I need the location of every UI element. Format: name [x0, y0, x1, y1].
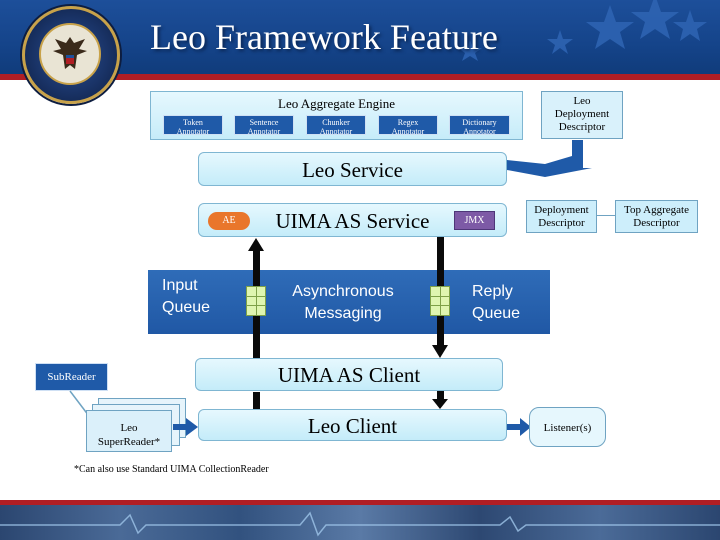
annotator-line2: Annotator [176, 127, 210, 136]
descriptor-line1: Leo [573, 95, 591, 107]
subreader-box: SubReader [35, 363, 108, 391]
client-down-arrow-shaft [437, 391, 444, 401]
footer-red-stripe [0, 500, 720, 505]
deployment-descriptor-line2: Descriptor [538, 217, 585, 229]
slide-header: Leo Framework Feature [0, 0, 720, 80]
annotator-line2: Annotator [319, 127, 353, 136]
slide-title: Leo Framework Feature [150, 17, 498, 57]
top-aggregate-descriptor: Top Aggregate Descriptor [615, 200, 698, 233]
leo-service-label: Leo Service [302, 158, 403, 182]
blue-arrow-shape [507, 140, 592, 177]
deployment-descriptor-line1: Deployment [534, 204, 589, 216]
descriptor-line3: Descriptor [558, 121, 606, 133]
chunker-annotator: Chunker Annotator [306, 115, 366, 136]
asynchronous-messaging-label: Asynchronous Messaging [286, 281, 400, 325]
annotator-line2: Annotator [391, 127, 425, 136]
input-queue-icon [246, 286, 266, 316]
jmx-badge: JMX [454, 211, 495, 230]
top-aggregate-line2: Descriptor [633, 217, 680, 229]
ae-badge-label: AE [222, 215, 236, 226]
reply-queue-line2: Queue [472, 305, 521, 322]
header-red-stripe [0, 74, 720, 80]
regex-annotator: Regex Annotator [378, 115, 438, 136]
annotator-line2: Annotator [247, 127, 281, 136]
annotator-line1: Sentence [249, 118, 279, 127]
annotator-line1: Dictionary [462, 118, 497, 127]
slide-footer-banner [0, 500, 720, 540]
footnote: *Can also use Standard UIMA CollectionRe… [74, 464, 269, 475]
descriptor-line2: Deployment [554, 108, 610, 120]
uima-as-client-box: UIMA AS Client [195, 358, 503, 391]
asynchronous-messaging-band [148, 270, 550, 334]
annotator-line2: Annotator [463, 127, 496, 136]
leo-deployment-descriptor: Leo Deployment Descriptor [541, 91, 623, 139]
seal-inner [39, 23, 101, 85]
annotator-line1: Regex [397, 118, 419, 127]
ae-badge: AE [208, 212, 250, 230]
reply-queue-line1: Reply [472, 283, 513, 300]
listeners-box: Listener(s) [529, 407, 606, 447]
reply-queue-icon [430, 286, 450, 316]
uima-as-service-label: UIMA AS Service [275, 209, 430, 233]
dictionary-annotator: Dictionary Annotator [449, 115, 510, 136]
reply-queue-arrow-head-icon [432, 345, 448, 358]
stars-decoration-icon [458, 0, 707, 61]
sentence-annotator: Sentence Annotator [234, 115, 294, 136]
deployment-descriptor: Deployment Descriptor [526, 200, 597, 233]
input-queue-arrow-head-icon [248, 238, 264, 251]
leo-client-box: Leo Client [198, 409, 507, 441]
subreader-label: SubReader [47, 371, 96, 383]
super-reader-document: Leo SuperReader* [86, 410, 172, 452]
footer-pulse-line-icon [0, 511, 720, 537]
super-reader-line1: Leo [120, 422, 138, 434]
super-reader-line2: SuperReader* [97, 436, 161, 448]
leo-service-box: Leo Service [198, 152, 507, 186]
token-annotator: Token Annotator [163, 115, 223, 136]
input-queue-line2: Queue [162, 299, 211, 316]
annotator-line1: Chunker [322, 118, 350, 127]
input-queue-line1: Input [162, 277, 198, 294]
leo-client-label: Leo Client [307, 414, 398, 438]
client-down-arrow-head-icon [432, 399, 448, 409]
asynchronous-line2: Messaging [304, 305, 382, 322]
department-seal-logo [22, 6, 120, 104]
jmx-badge-label: JMX [464, 215, 485, 226]
input-queue-label: Input Queue [162, 275, 210, 319]
top-aggregate-line1: Top Aggregate [624, 204, 689, 216]
aggregate-engine-label: Leo Aggregate Engine [278, 96, 395, 111]
asynchronous-line1: Asynchronous [292, 283, 394, 300]
listeners-label: Listener(s) [543, 422, 592, 434]
uima-as-client-label: UIMA AS Client [277, 363, 421, 387]
reply-queue-label: Reply Queue [472, 281, 520, 325]
descriptor-connector-line [597, 215, 615, 216]
annotator-line1: Token [183, 118, 203, 127]
eagle-icon [53, 37, 87, 69]
client-up-arrow-shaft [253, 392, 260, 410]
